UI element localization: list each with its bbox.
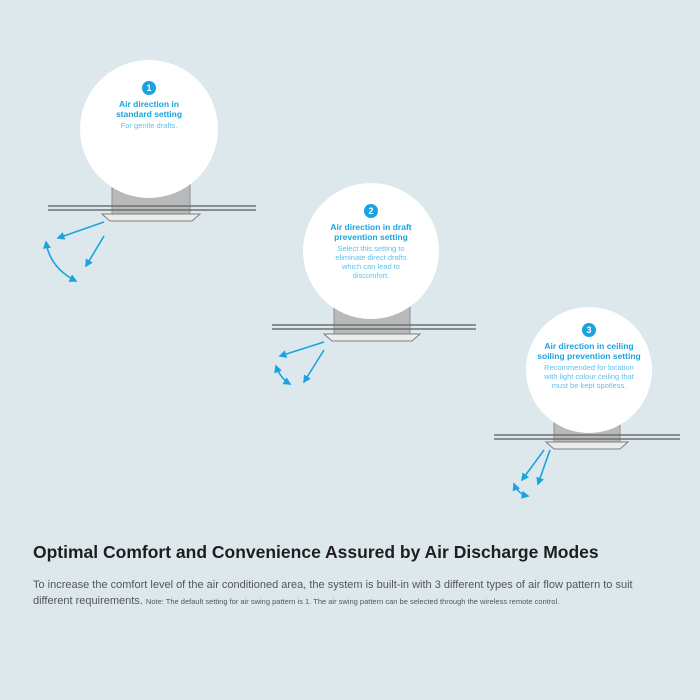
mode-bubble-2: 2 Air direction in draft prevention sett… <box>303 183 439 319</box>
mode-title-3: Air direction in ceiling soiling prevent… <box>537 341 641 361</box>
unit-panel-3 <box>544 441 630 450</box>
mode-desc-1: For gentle drafts. <box>120 121 178 130</box>
default-setting-note: Note: The default setting for air swing … <box>145 597 560 606</box>
airflow-arrows-3 <box>512 449 551 499</box>
mode-desc-2: Select this setting to eliminate direct … <box>335 244 407 280</box>
unit-panel-1 <box>100 213 202 222</box>
body-paragraph: To increase the comfort level of the air… <box>33 579 633 607</box>
section-heading: Optimal Comfort and Convenience Assured … <box>33 542 599 562</box>
mode-bubble-1: 1 Air direction in standard setting For … <box>80 60 218 198</box>
mode-title-2: Air direction in draft prevention settin… <box>330 222 412 242</box>
mode-number-1: 1 <box>142 81 156 95</box>
mode-number-3: 3 <box>582 323 596 337</box>
mode-number-2: 2 <box>364 204 378 218</box>
section-body: To increase the comfort level of the air… <box>33 577 673 610</box>
mode-desc-3: Recommended for location with light colo… <box>544 363 634 390</box>
airflow-arrows-2 <box>274 341 325 385</box>
mode-bubble-3: 3 Air direction in ceiling soiling preve… <box>526 307 652 433</box>
unit-panel-2 <box>322 333 422 342</box>
airflow-arrows-1 <box>43 221 105 282</box>
mode-title-1: Air direction in standard setting <box>115 99 183 119</box>
